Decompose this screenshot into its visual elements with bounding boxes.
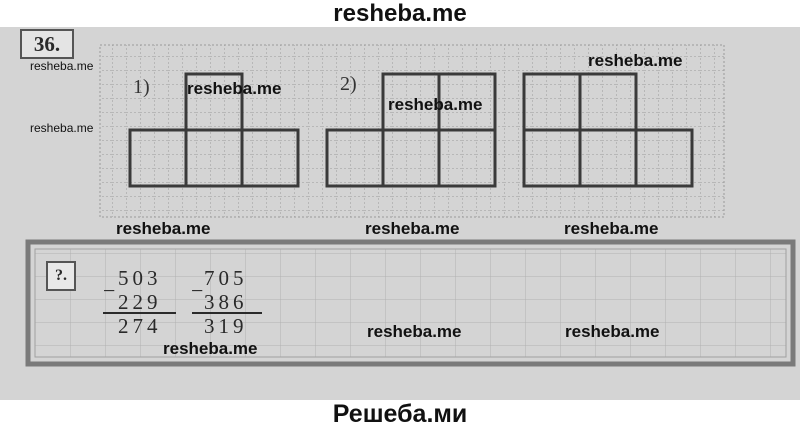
minuend-2: 705 [204, 266, 248, 290]
minus-sign-2: − [191, 278, 204, 303]
watermark: resheba.me [388, 95, 483, 114]
difference-1: 274 [118, 314, 162, 338]
watermark: resheba.me [116, 219, 211, 238]
figure-1 [128, 72, 300, 188]
watermark: resheba.me [564, 219, 659, 238]
watermark: resheba.me [30, 121, 94, 135]
watermark: resheba.me [163, 339, 258, 358]
subtrahend-2: 386 [204, 290, 248, 314]
figure-3 [522, 72, 694, 188]
subtrahend-1: 229 [118, 290, 162, 314]
site-title-top: resheba.me [333, 0, 467, 27]
check-marker: ?. [46, 261, 76, 291]
figure-label-2: 2) [340, 73, 357, 95]
figure-2 [325, 72, 497, 188]
watermark: resheba.me [588, 51, 683, 70]
minuend-1: 503 [118, 266, 162, 290]
difference-2: 319 [204, 314, 248, 338]
watermark: resheba.me [187, 79, 282, 98]
watermark: resheba.me [565, 322, 660, 341]
minus-sign-1: − [103, 278, 116, 303]
check-panel-outer [25, 239, 796, 367]
watermark: resheba.me [30, 59, 94, 73]
site-title-bottom: Решеба.ми [332, 400, 468, 428]
figure-label-1: 1) [133, 76, 150, 98]
check-panel-grid [34, 248, 787, 358]
exercise-number: 36. [20, 29, 74, 59]
watermark: resheba.me [365, 219, 460, 238]
watermark: resheba.me [367, 322, 462, 341]
